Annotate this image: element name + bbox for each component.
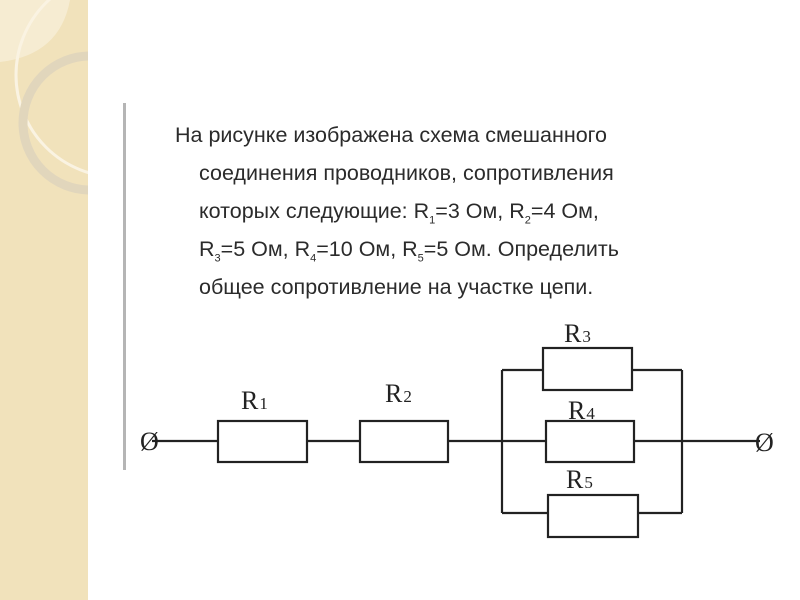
text: =5 Ом, R — [220, 237, 311, 261]
label-r4: R4 — [568, 396, 595, 425]
label-r3: R3 — [564, 319, 591, 348]
problem-line: соединения проводников, сопротивления — [199, 161, 614, 185]
text: =3 Ом, R — [435, 199, 525, 223]
decorative-rings-icon — [0, 0, 88, 195]
text: R — [199, 237, 215, 261]
subscript: 1 — [429, 214, 436, 227]
label-r2: R2 — [385, 379, 412, 408]
text: которых следующие: R — [199, 199, 430, 223]
vertical-divider — [123, 103, 126, 470]
text: =10 Ом, R — [316, 237, 418, 261]
text: =5 Ом. Определить — [423, 237, 619, 261]
wire — [500, 368, 684, 515]
problem-line: R3=5 Ом, R4=10 Ом, R5=5 Ом. Определить — [175, 230, 775, 268]
terminal-right: Ø — [755, 428, 774, 457]
terminal-left: Ø — [140, 427, 159, 456]
slide-decoration-sidebar — [0, 0, 88, 600]
text: =4 Ом, — [530, 199, 599, 223]
label-r5: R5 — [566, 465, 593, 494]
subscript: 4 — [310, 252, 317, 265]
subscript: 5 — [417, 252, 424, 265]
subscript: 3 — [214, 252, 221, 265]
resistor-r5 — [546, 493, 640, 539]
problem-line: На рисунке изображена схема смешанного — [175, 123, 607, 147]
problem-line: которых следующие: R1=3 Ом, R2=4 Ом, — [175, 192, 775, 230]
resistor-r3 — [541, 346, 634, 392]
resistor-r2 — [358, 419, 450, 464]
subscript: 2 — [524, 214, 531, 227]
problem-statement: На рисунке изображена схема смешанного с… — [175, 116, 775, 306]
resistor-r1 — [216, 419, 309, 464]
problem-line: общее сопротивление на участке цепи. — [199, 275, 594, 299]
label-r1: R1 — [241, 386, 268, 415]
resistor-r4 — [544, 419, 636, 464]
